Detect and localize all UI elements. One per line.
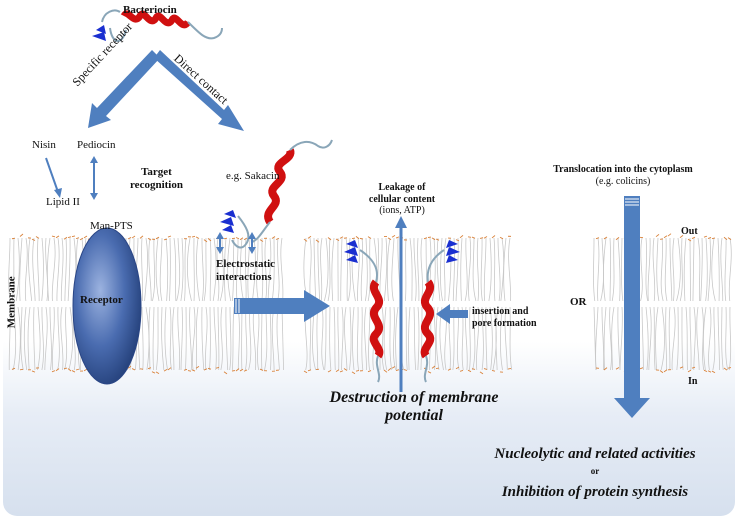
inhibition-label: Inhibition of protein synthesis xyxy=(501,484,689,500)
progression-arrow xyxy=(234,290,330,322)
man-pts-label: Man-PTS xyxy=(90,220,133,232)
leakage-label: Leakage of cellular content (ions, ATP) xyxy=(368,182,436,216)
nisin-label: Nisin xyxy=(32,139,56,151)
membrane-bilayer-right xyxy=(593,233,732,374)
membrane-label: Membrane xyxy=(5,276,18,329)
bacteriocin-label: Bacteriocin xyxy=(123,4,177,16)
bacteriocin-top-structure xyxy=(92,9,223,42)
specific-receptor-arrow xyxy=(88,50,160,128)
electrostatic-arrows xyxy=(216,232,256,254)
receptor-shape xyxy=(72,227,142,385)
sakacin-structure xyxy=(220,139,333,249)
translocation-label: Translocation into the cytoplasm (e.g. c… xyxy=(553,164,693,187)
pore-peptide-left xyxy=(344,240,384,383)
nucleolytic-label: Nucleolytic and related activities xyxy=(494,446,696,462)
or-label: OR xyxy=(570,296,587,308)
receptor-label: Receptor xyxy=(80,294,123,306)
lipid-ii-label: Lipid II xyxy=(46,196,80,208)
direct-contact-arrow xyxy=(154,50,244,131)
or-small-label: or xyxy=(590,466,600,476)
out-label: Out xyxy=(681,226,698,237)
insertion-arrow xyxy=(436,304,468,324)
sakacin-label: e.g. Sakacin xyxy=(226,170,280,182)
pediocin-label: Pediocin xyxy=(77,139,116,151)
pore-peptide-right xyxy=(420,240,460,383)
translocation-arrow xyxy=(614,196,650,418)
nisin-arrow-head xyxy=(54,188,62,198)
in-label: In xyxy=(688,376,698,387)
membrane-bilayer-middle xyxy=(303,235,513,375)
